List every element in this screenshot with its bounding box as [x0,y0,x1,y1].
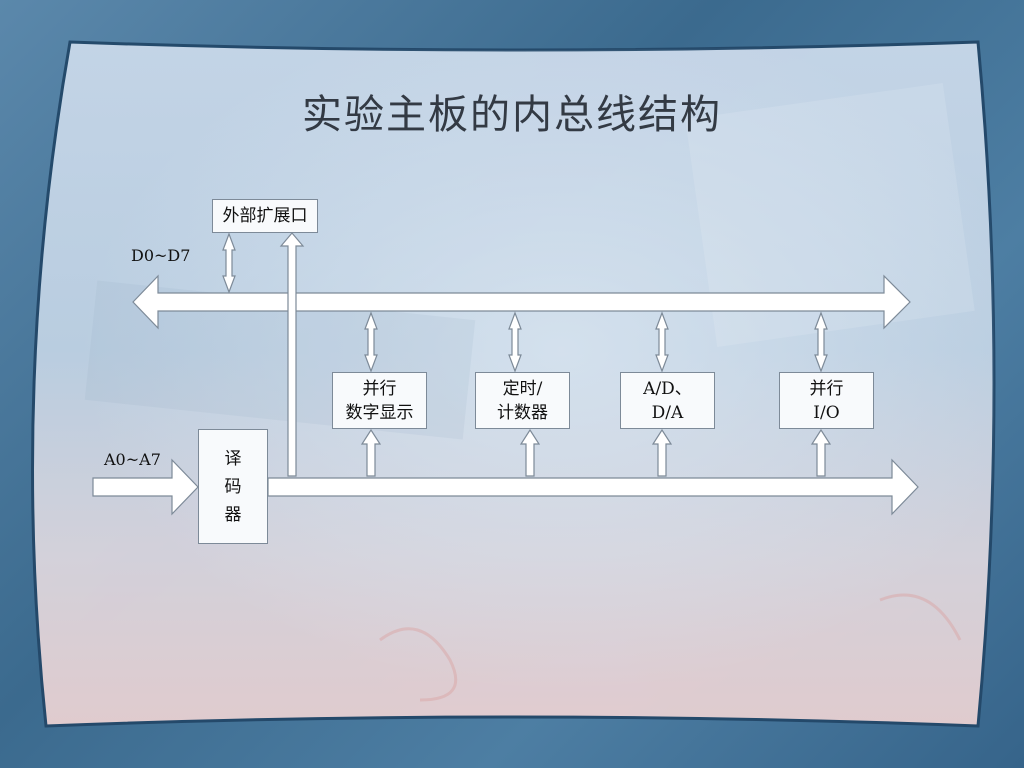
data-bus-arrow [132,274,911,330]
parallel-io-line1: 并行 [809,378,844,399]
timer-address-arrow [519,428,541,477]
adda-line1: A/D、 [643,378,692,399]
decoder-box: 译 码 器 [198,429,268,544]
timer-counter-box: 定时/ 计数器 [475,372,570,429]
timer-data-arrow [508,311,522,373]
timer-counter-line1: 定时/ [502,378,543,399]
external-port-label: 外部扩展口 [222,206,308,226]
adda-line2: D/A [651,402,684,423]
parallel-display-box: 并行 数字显示 [332,372,427,429]
address-input-arrow [92,458,199,516]
address-bus-label: A0~A7 [104,450,161,469]
decoder-line3: 器 [224,504,242,525]
slide-title: 实验主板的内总线结构 [302,92,722,138]
decoder-line2: 码 [224,476,242,497]
parallel-display-line2: 数字显示 [345,402,414,423]
io-address-arrow [810,428,832,477]
address-bus-arrow [267,458,919,516]
adda-address-arrow [651,428,673,477]
io-data-arrow [814,311,828,373]
data-bus-label: D0~D7 [131,246,191,265]
adda-data-arrow [655,311,669,373]
decoder-line1: 译 [224,448,242,469]
ext-port-address-arrow [279,232,305,477]
ext-port-data-arrow [222,232,236,294]
timer-counter-line2: 计数器 [497,402,548,423]
display-address-arrow [360,428,382,477]
display-data-arrow [364,311,378,373]
parallel-io-box: 并行 I/O [779,372,874,429]
external-port-box: 外部扩展口 [212,199,318,233]
parallel-io-line2: I/O [813,402,840,423]
parallel-display-line1: 并行 [362,378,397,399]
adda-box: A/D、 D/A [620,372,715,429]
